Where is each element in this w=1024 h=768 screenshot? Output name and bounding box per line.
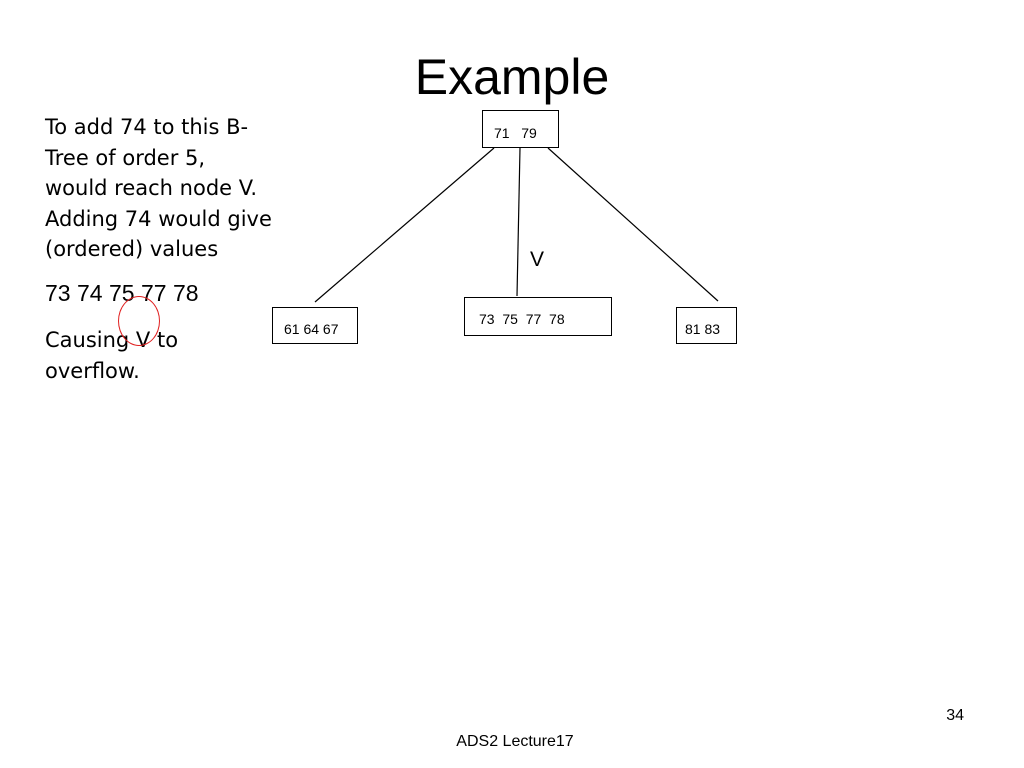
value-token: 73 [45, 279, 71, 306]
median-highlight-circle [118, 296, 160, 346]
value-token: 78 [172, 279, 199, 306]
footer: ADS2 Lecture17 [456, 733, 574, 750]
tree-node-left: 61 64 67 [272, 307, 358, 344]
node-v-label: V [530, 248, 545, 271]
body-text: To add 74 to this B-Tree of order 5, wou… [45, 112, 273, 386]
explanation-paragraph: To add 74 to this B-Tree of order 5, wou… [45, 115, 272, 261]
edge-root-to-left [314, 147, 495, 303]
tree-node-v: 73 75 77 78 [464, 297, 612, 336]
value-token: 74 [76, 279, 103, 306]
tree-node-root: 71 79 [482, 110, 559, 148]
page-number: 34 [946, 707, 964, 724]
overflow-paragraph: Causing V to overflow. [45, 328, 179, 383]
tree-node-right: 81 83 [676, 307, 737, 344]
edge-root-to-middle [516, 147, 521, 297]
ordered-values-line: 73 74 75 77 78 [45, 278, 273, 309]
slide-title: Example [414, 49, 610, 105]
edge-root-to-right [547, 147, 719, 302]
